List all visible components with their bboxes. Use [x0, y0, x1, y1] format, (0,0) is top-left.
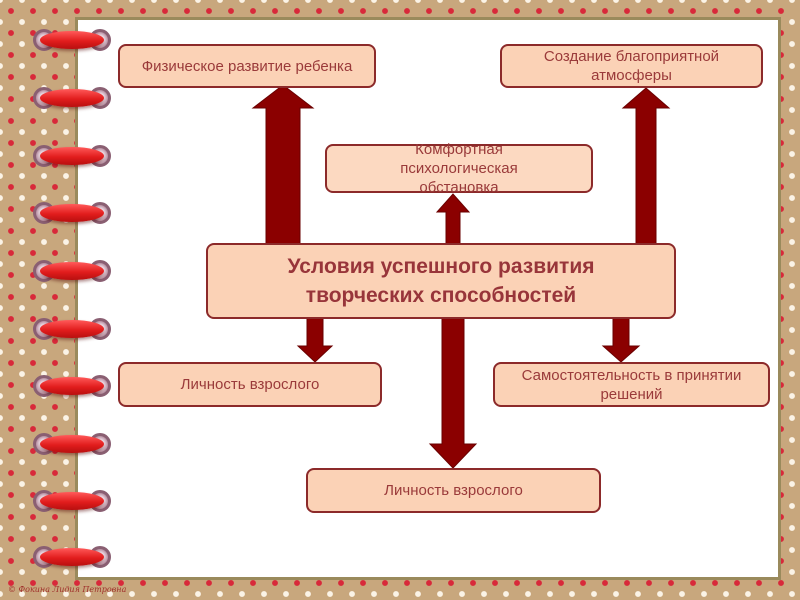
binding-ring — [33, 318, 111, 340]
node-comfortable-environment: Комфортная психологическая обстановка — [325, 141, 593, 196]
node-label: Физическое развитие ребенка — [141, 57, 353, 75]
binding-ring — [33, 375, 111, 397]
binding-ring — [33, 260, 111, 282]
binding-ring — [33, 202, 111, 224]
central-node-label: Условия успешного развития творческих сп… — [287, 255, 595, 307]
binding-ring — [33, 145, 111, 167]
node-physical-development: Физическое развитие ребенка — [118, 44, 376, 88]
arrow-to-atmosphere — [621, 87, 671, 246]
copyright-text: © Фокина Лидия Петровна — [8, 585, 127, 594]
binding-ring — [33, 29, 111, 51]
binding-ring — [33, 546, 111, 568]
arrow-to-independence — [601, 317, 641, 363]
binding-ring — [33, 433, 111, 455]
arrow-to-adult-left — [296, 317, 334, 363]
node-label: Личность взрослого — [180, 376, 320, 393]
binding-ring — [33, 87, 111, 109]
node-label: Создание благоприятной атмосферы — [543, 48, 720, 84]
node-label: Личность взрослого — [384, 482, 523, 499]
arrow-to-comfort — [435, 193, 471, 246]
node-favorable-atmosphere: Создание благоприятной атмосферы — [500, 44, 763, 88]
node-adult-personality-left: Личность взрослого — [118, 362, 382, 407]
node-adult-personality-bottom: Личность взрослого — [306, 468, 601, 513]
central-node: Условия успешного развития творческих сп… — [206, 243, 676, 319]
node-label: Комфортная психологическая обстановка — [400, 141, 518, 196]
binding-ring — [33, 490, 111, 512]
node-label: Самостоятельность в принятии решений — [521, 366, 742, 403]
arrow-to-physical — [251, 84, 315, 246]
arrow-to-adult-bottom — [428, 317, 478, 469]
node-independence: Самостоятельность в принятии решений — [493, 362, 770, 407]
